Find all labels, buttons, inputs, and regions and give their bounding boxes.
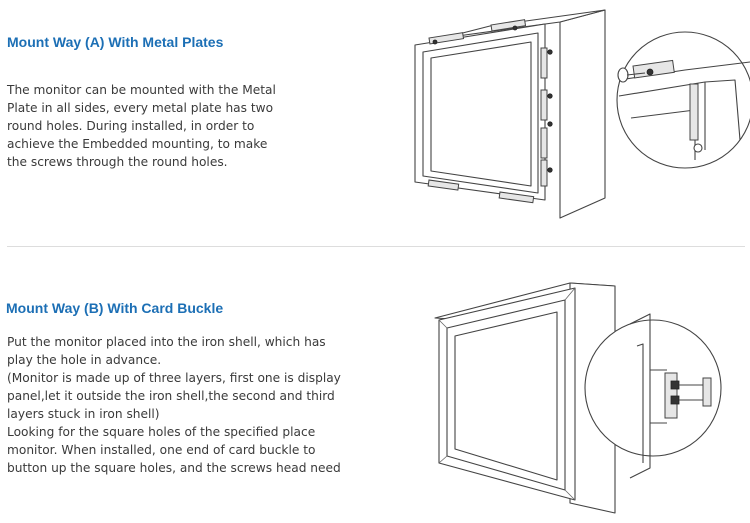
text-line: round holes. During installed, in order … <box>7 119 255 133</box>
text-line: achieve the Embedded mounting, to make <box>7 137 268 151</box>
text-line: button up the square holes, and the scre… <box>7 461 341 475</box>
description-card-buckle: Put the monitor placed into the iron she… <box>7 333 352 477</box>
heading-metal-plates: Mount Way (A) With Metal Plates <box>7 34 224 50</box>
text-line: Plate in all sides, every metal plate ha… <box>7 101 274 115</box>
text-line: panel,let it outside the iron shell,the … <box>7 389 335 403</box>
metal-plate-mount-illustration <box>405 0 750 246</box>
heading-card-buckle: Mount Way (B) With Card Buckle <box>6 300 224 316</box>
text-line: (Monitor is made up of three layers, fir… <box>7 371 341 385</box>
description-metal-plates: The monitor can be mounted with the Meta… <box>7 81 297 171</box>
section-divider <box>7 246 745 247</box>
text-line: monitor. When installed, one end of card… <box>7 443 316 457</box>
card-buckle-mount-illustration <box>425 278 750 523</box>
section-metal-plates: Mount Way (A) With Metal Plates The moni… <box>0 0 750 246</box>
text-line: Looking for the square holes of the spec… <box>7 425 316 439</box>
text-line: play the hole in advance. <box>7 353 162 367</box>
section-card-buckle: Mount Way (B) With Card Buckle Put the m… <box>0 248 750 523</box>
text-line: The monitor can be mounted with the Meta… <box>7 83 276 97</box>
text-line: Put the monitor placed into the iron she… <box>7 335 326 349</box>
text-line: the screws through the round holes. <box>7 155 228 169</box>
text-line: layers stuck in iron shell) <box>7 407 160 421</box>
